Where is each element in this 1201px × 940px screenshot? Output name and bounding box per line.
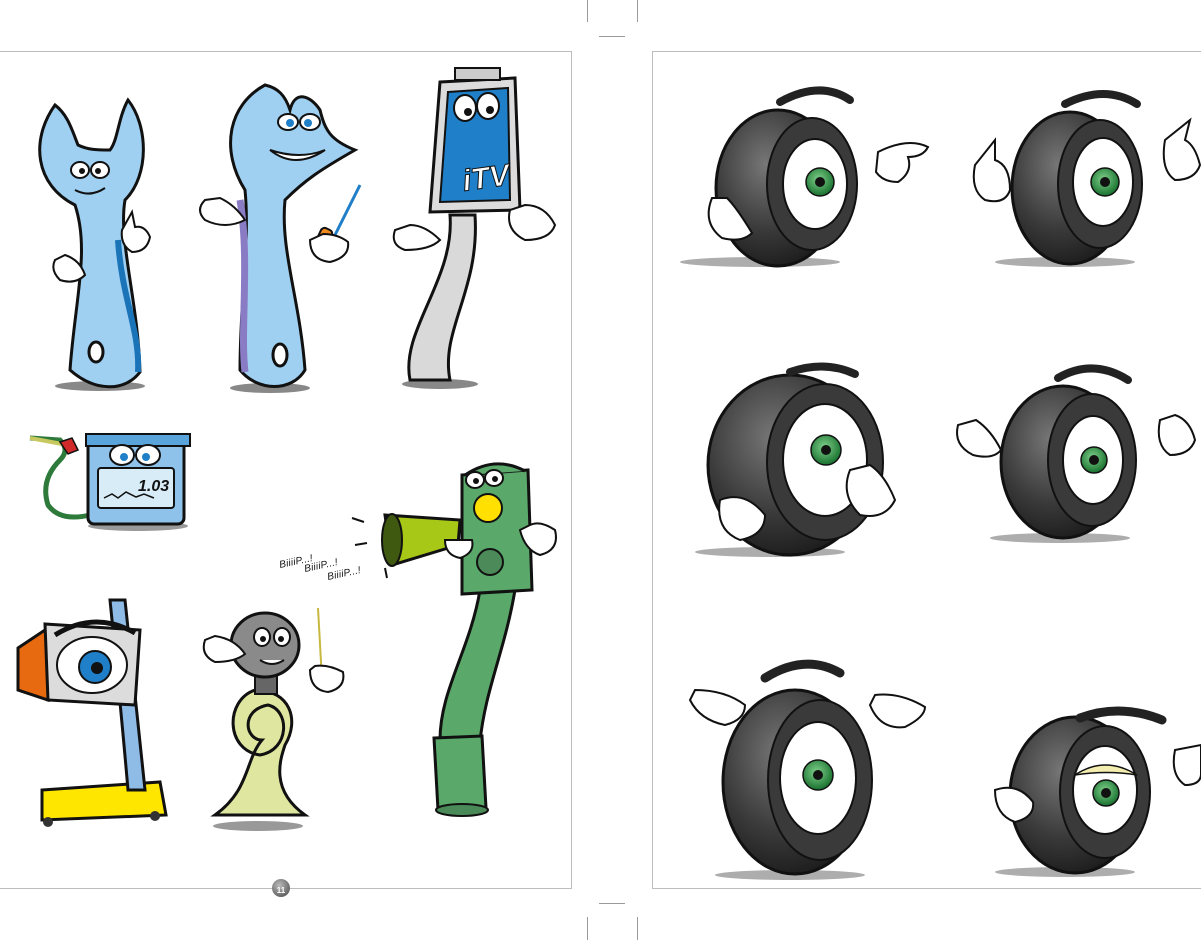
crop-mark [637, 0, 638, 22]
crop-mark [599, 36, 625, 37]
page-number-badge: 11 [272, 879, 290, 897]
tire-character [993, 706, 1201, 877]
adjustable-wrench-character [199, 83, 362, 393]
itv-sign-character [392, 67, 557, 389]
crop-mark [599, 903, 625, 904]
traffic-light-character [351, 462, 557, 817]
meter-reading: 1.03 [138, 478, 169, 495]
tire-character [680, 86, 930, 268]
crop-mark [587, 0, 588, 22]
tire-character [695, 362, 897, 557]
wrench-character [38, 97, 152, 391]
tire-character [956, 364, 1197, 543]
crop-mark [637, 917, 638, 940]
fuel-meter-character [29, 433, 191, 531]
tire-character [688, 659, 927, 880]
headlight-tester-character [16, 598, 168, 827]
crop-mark [587, 917, 588, 940]
itv-sign-text: iTV [461, 158, 515, 198]
horn-character [202, 607, 345, 831]
tire-character [972, 90, 1201, 267]
